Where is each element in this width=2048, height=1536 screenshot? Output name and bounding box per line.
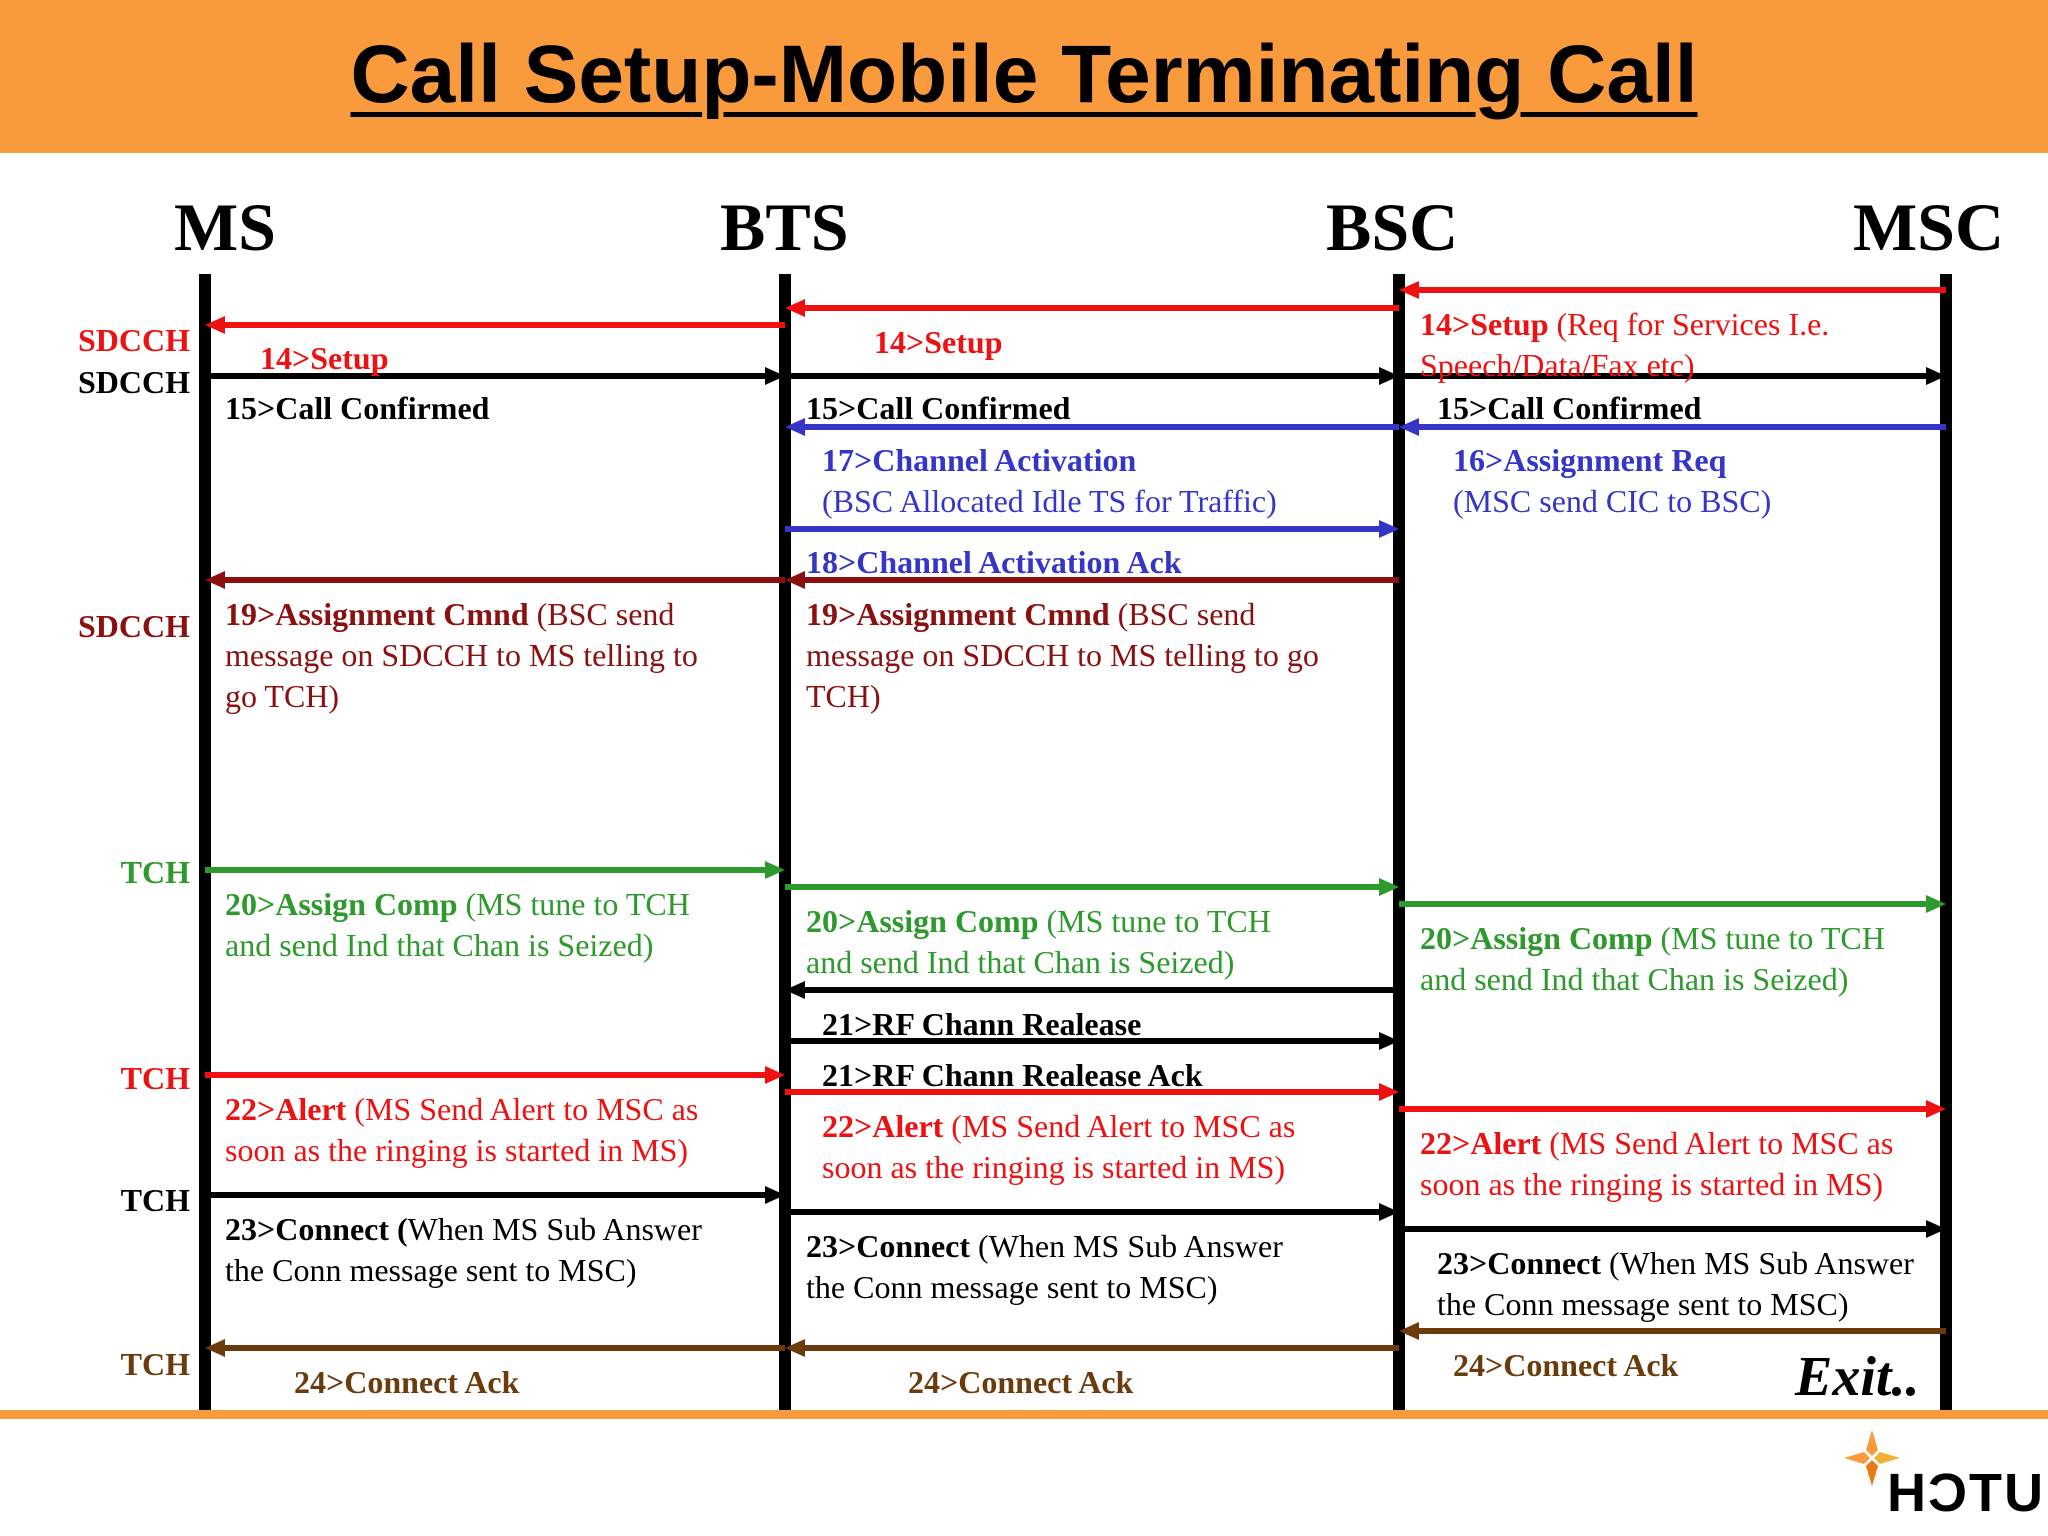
message-24-connect-ack: 24>Connect Ack [1453, 1347, 1679, 1383]
entity-ms: MS [174, 189, 276, 265]
channel-label-tch: TCH [120, 1346, 190, 1382]
channel-label-sdcch: SDCCH [77, 364, 190, 400]
footer-rule [0, 1410, 2048, 1419]
arrow-head [1379, 1203, 1399, 1221]
entity-bts: BTS [720, 189, 849, 265]
message-15-call-confirmed: 15>Call Confirmed [225, 390, 490, 426]
arrow-head [1399, 281, 1419, 299]
arrow-head [205, 316, 225, 334]
channel-label-tch: TCH [120, 1182, 190, 1218]
message-24-connect-ack: 24>Connect Ack [908, 1364, 1134, 1400]
title-banner [0, 0, 2048, 153]
arrow-head [1379, 878, 1399, 896]
arrow-head [1379, 367, 1399, 385]
arrow-head [1926, 895, 1946, 913]
arrow-head [1399, 418, 1419, 436]
message-16-assignment-req: 16>Assignment Req(MSC send CIC to BSC) [1453, 442, 1772, 519]
arrow-head [1926, 1220, 1946, 1238]
lifeline-msc [1940, 274, 1952, 1414]
arrow-head [1379, 520, 1399, 538]
arrow-head [785, 981, 805, 999]
arrow-head [1379, 1083, 1399, 1101]
channel-label-tch: TCH [120, 1060, 190, 1096]
message-24-connect-ack: 24>Connect Ack [294, 1364, 520, 1400]
page-title: Call Setup-Mobile Terminating Call [350, 29, 1698, 120]
arrow-head [765, 1186, 785, 1204]
message-21-rf-chann-release: 21>RF Chann Realease [822, 1006, 1142, 1042]
lifeline-bsc [1393, 274, 1405, 1414]
entity-bsc: BSC [1326, 189, 1459, 265]
entity-msc: MSC [1853, 189, 2005, 265]
arrow-head [785, 418, 805, 436]
arrow-head [205, 1339, 225, 1357]
channel-label-sdcch: SDCCH [77, 322, 190, 358]
channel-label-tch: TCH [120, 854, 190, 890]
arrow-head [765, 861, 785, 879]
channel-label-sdcch: SDCCH [77, 608, 190, 644]
arrow-head [1379, 1032, 1399, 1050]
arrow-head [785, 571, 805, 589]
arrow-head [785, 1339, 805, 1357]
arrow-head [765, 1066, 785, 1084]
arrow-head [205, 571, 225, 589]
message-15-call-confirmed: 15>Call Confirmed [1437, 390, 1702, 426]
hutch-logo-icon [1844, 1430, 1900, 1486]
message-15-call-confirmed: 15>Call Confirmed [806, 390, 1071, 426]
lifeline-ms [199, 274, 211, 1414]
exit-link[interactable]: Exit.. [1795, 1346, 1920, 1408]
arrow-head [1399, 1322, 1419, 1340]
hutch-logo-text: HUTCH [1885, 1463, 2048, 1523]
message-14-setup: 14>Setup [260, 340, 389, 376]
message-21-rf-chann-release-ack: 21>RF Chann Realease Ack [822, 1057, 1203, 1093]
arrow-head [1926, 1100, 1946, 1118]
message-14-setup: 14>Setup (Req for Services I.e.Speech/Da… [1420, 306, 1830, 383]
message-14-setup: 14>Setup [874, 324, 1003, 360]
message-17-channel-activation: 17>Channel Activation(BSC Allocated Idle… [822, 442, 1277, 519]
message-18-channel-activation-ack: 18>Channel Activation Ack [806, 544, 1182, 580]
arrow-head [1926, 367, 1946, 385]
arrow-head [785, 299, 805, 317]
arrow-head [765, 367, 785, 385]
lifeline-bts [779, 274, 791, 1414]
